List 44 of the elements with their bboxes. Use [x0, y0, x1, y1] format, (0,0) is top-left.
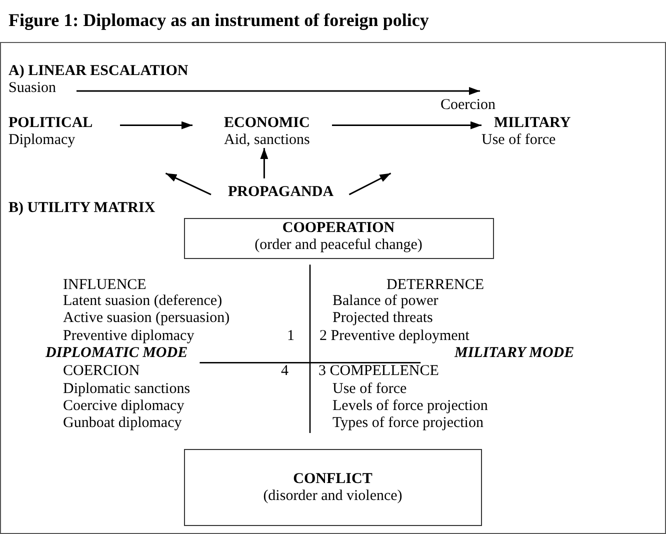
quadrant-heading: COERCION	[63, 362, 140, 380]
quadrant-item: Types of force projection	[332, 414, 484, 432]
quadrant-item: Balance of power	[332, 292, 438, 310]
instrument-heading: MILITARY	[494, 115, 571, 132]
scale-label: Suasion	[8, 80, 58, 97]
arrow	[120, 121, 192, 130]
figure-title: Figure 1: Diplomacy as an instrument of foreign policy	[8, 10, 429, 31]
outcome-box	[184, 218, 494, 258]
section-heading: A) LINEAR ESCALATION	[8, 63, 188, 80]
instrument-heading: ECONOMIC	[224, 115, 311, 132]
quadrant-heading: INFLUENCE	[63, 277, 146, 294]
arrow	[165, 172, 212, 196]
mode-label: MILITARY MODE	[454, 344, 574, 362]
quadrant-heading: 3 COMPELLENCE	[318, 362, 439, 380]
quadrant-item: Projected threats	[332, 310, 433, 326]
scale-label: Coercion	[440, 97, 496, 114]
quadrant-number: 1	[287, 328, 294, 345]
quadrant-heading: DETERRENCE	[386, 277, 484, 294]
box-subtitle: (disorder and violence)	[262, 488, 404, 505]
quadrant-item: 2 Preventive deployment	[320, 328, 470, 345]
quadrant-item: Latent suasion (deference)	[63, 292, 222, 310]
instrument-description: Aid, sanctions	[224, 132, 311, 149]
instrument-description: Use of force	[482, 132, 557, 149]
instrument-heading: PROPAGANDA	[228, 184, 335, 201]
instrument-heading: POLITICAL	[8, 115, 94, 132]
box-heading: CONFLICT	[292, 471, 374, 488]
quadrant-item: Gunboat diplomacy	[63, 414, 182, 432]
section-heading: B) UTILITY MATRIX	[8, 200, 156, 217]
mode-label: DIPLOMATIC MODE	[46, 344, 188, 362]
box-heading: COOPERATION	[281, 220, 396, 236]
arrow	[76, 87, 480, 95]
box-subtitle: (order and peaceful change)	[254, 236, 424, 254]
quadrant-item: Preventive diplomacy	[63, 328, 194, 345]
arrow	[332, 121, 482, 130]
instrument-description: Diplomacy	[8, 132, 76, 149]
arrow	[348, 172, 392, 196]
quadrant-number: 4	[281, 362, 288, 380]
arrow	[260, 148, 268, 178]
quadrant-item: Coercive diplomacy	[63, 398, 184, 414]
quadrant-item: Diplomatic sanctions	[63, 380, 190, 398]
quadrant-item: Levels of force projection	[332, 398, 488, 414]
outcome-box	[184, 449, 482, 526]
quadrant-item: Use of force	[332, 380, 407, 398]
quadrant-item: Active suasion (persuasion)	[63, 310, 230, 326]
